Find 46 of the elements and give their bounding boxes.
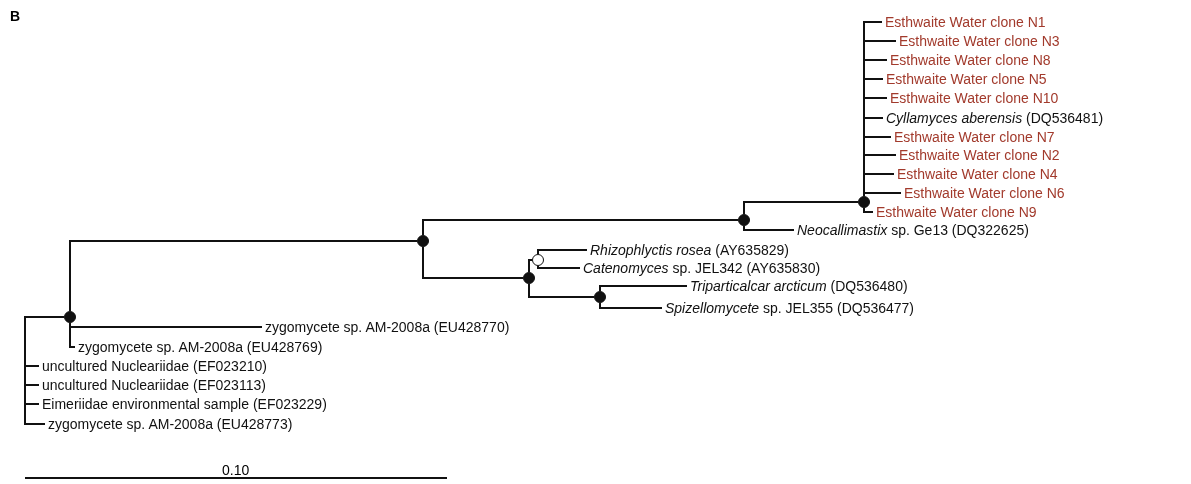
branch-line [863,207,874,213]
taxon-label: Esthwaite Water clone N6 [904,185,1065,201]
node-dot [738,214,750,226]
node-dot [523,272,535,284]
taxon-label: Esthwaite Water clone N3 [899,33,1060,49]
branch-line [537,249,588,255]
hollow-node-circle [532,254,544,266]
taxon-label: zygomycete sp. AM-2008a (EU428773) [48,416,293,432]
branch-line [528,259,533,273]
taxon-label: zygomycete sp. AM-2008a (EU428769) [78,339,323,355]
branch-line [24,316,65,425]
branch-line [863,192,902,197]
branch-line [69,240,418,312]
branch-line [743,201,859,215]
taxon-label: uncultured Nucleariidae (EF023113) [42,377,266,393]
taxon-label: Esthwaite Water clone N8 [890,52,1051,68]
taxon-label: Neocallimastix sp. Ge13 (DQ322625) [797,222,1029,238]
taxon-label: Esthwaite Water clone N7 [894,129,1055,145]
taxon-label: Esthwaite Water clone N5 [886,71,1047,87]
node-dot [858,196,870,208]
branch-line [528,283,595,298]
branch-line [743,225,795,231]
branch-line [422,219,739,236]
taxon-label: zygomycete sp. AM-2008a (EU428770) [265,319,510,335]
taxon-label: Esthwaite Water clone N2 [899,147,1060,163]
node-dot [594,291,606,303]
taxon-label: Triparticalcar arcticum (DQ536480) [690,278,908,294]
node-dot [64,311,76,323]
taxon-label: Esthwaite Water clone N1 [885,14,1046,30]
branch-line [422,246,524,279]
taxon-label: Esthwaite Water clone N9 [876,204,1037,220]
node-dot [417,235,429,247]
scale-label: 0.10 [222,462,250,478]
branch-line [537,265,581,269]
taxon-label: uncultured Nucleariidae (EF023210) [42,358,267,374]
branch-line [599,302,663,309]
taxon-label: Catenomyces sp. JEL342 (AY635830) [583,260,821,276]
taxon-label: Rhizophlyctis rosea (AY635829) [590,242,789,258]
taxon-label: Spizellomycete sp. JEL355 (DQ536477) [665,300,915,316]
branch-line [599,285,688,292]
taxon-label: Cyllamyces aberensis (DQ536481) [886,110,1104,126]
branch-line [69,322,76,348]
taxon-label: Esthwaite Water clone N10 [890,90,1059,106]
panel-letter: B [10,8,21,24]
taxon-label: Eimeriidae environmental sample (EF023229) [42,396,327,412]
taxon-label: Esthwaite Water clone N4 [897,166,1058,182]
